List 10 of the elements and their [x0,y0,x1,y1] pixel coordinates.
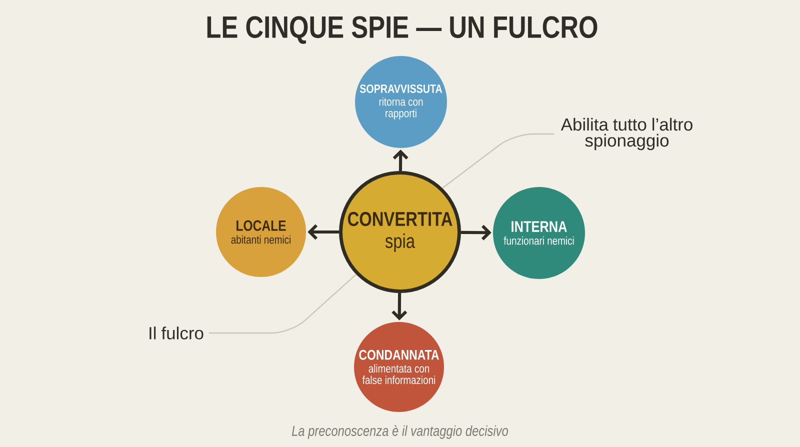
arrow [392,150,408,172]
arrow [392,292,408,320]
caption: La preconoscenza è il vantaggio decisivo [292,425,508,439]
leader-line [208,274,357,334]
callout-text: Il fulcro [150,326,204,340]
leader-line [442,133,554,189]
arrow [460,224,492,240]
callout-text: Abilita tutto l’altro spionaggio [560,118,692,150]
arrow [308,224,340,240]
title: LE CINQUE SPIE — UN FULCRO [207,16,598,44]
